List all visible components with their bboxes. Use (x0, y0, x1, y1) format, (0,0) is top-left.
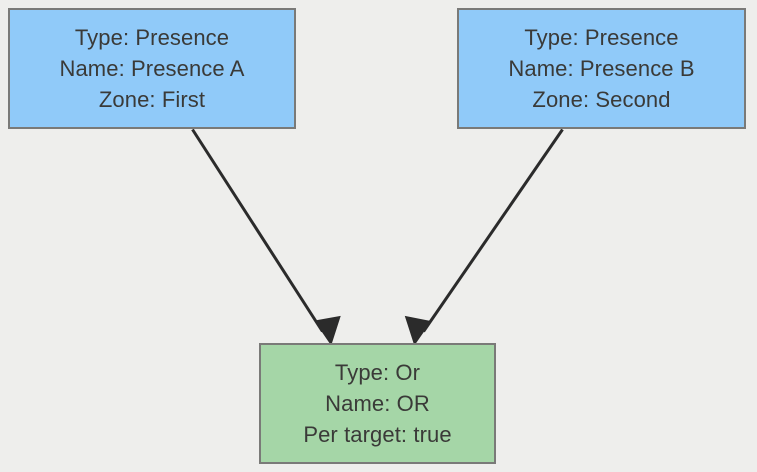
node-presence-a[interactable]: Type: Presence Name: Presence A Zone: Fi… (8, 8, 296, 129)
node-presence-a-line-zone: Zone: First (98, 87, 206, 112)
node-presence-b-line-zone: Zone: Second (532, 87, 671, 112)
arrowhead-icon (314, 315, 341, 346)
arrowhead-icon (404, 315, 432, 346)
node-presence-b[interactable]: Type: Presence Name: Presence B Zone: Se… (457, 8, 746, 129)
node-or-line-type: Type: Or (334, 360, 421, 385)
edge-presence-a-to-or (191, 128, 341, 346)
node-presence-a-line-name: Name: Presence A (59, 56, 245, 81)
node-presence-b-line-name: Name: Presence B (508, 56, 695, 81)
node-presence-b-line-type: Type: Presence (524, 25, 679, 50)
edge-presence-b-to-or (404, 128, 564, 346)
node-presence-a-line-type: Type: Presence (74, 25, 230, 50)
node-or-operator[interactable]: Type: Or Name: OR Per target: true (259, 343, 496, 464)
node-or-line-name: Name: OR (325, 391, 430, 416)
node-or-line-per-target: Per target: true (303, 422, 452, 447)
